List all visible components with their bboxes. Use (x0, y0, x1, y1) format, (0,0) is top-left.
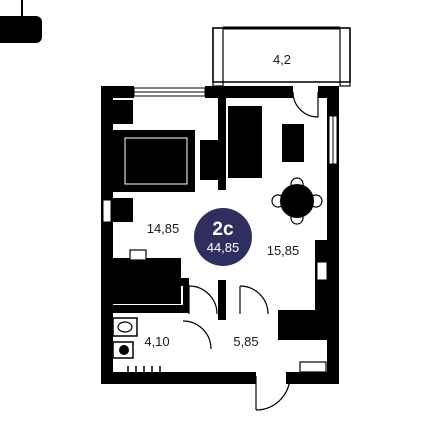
balcony-door (292, 87, 319, 118)
hallway-cabinet (299, 361, 327, 373)
nightstands (113, 100, 133, 222)
bathroom-area: 4,10 (144, 334, 169, 349)
bathroom-door (182, 320, 212, 350)
radiator (127, 366, 161, 378)
dining-table (271, 177, 323, 225)
tv-unit (282, 124, 304, 162)
unit-total-area: 44,85 (207, 240, 240, 255)
balcony-area: 4,2 (273, 52, 291, 67)
left-window (102, 199, 112, 223)
sofa (228, 106, 262, 178)
living-door (239, 285, 269, 315)
bedroom-area: 14,85 (147, 221, 180, 236)
right-window (328, 115, 338, 165)
unit-type-code: 2с (212, 219, 234, 240)
toilet (112, 341, 134, 359)
living-kitchen-area: 15,85 (267, 243, 300, 258)
washing-machine (112, 317, 138, 337)
unit-badge: 2с 44,85 (194, 208, 252, 266)
desk (113, 258, 181, 278)
interior-walls (113, 98, 327, 340)
bathtub (113, 286, 181, 304)
entrance-door (255, 372, 291, 411)
bedroom-wardrobe (200, 140, 218, 180)
bedroom-door (188, 285, 218, 315)
desk-chair (129, 249, 147, 261)
kitchen-units (315, 240, 328, 310)
legend-tab (0, 0, 42, 43)
balcony (212, 26, 351, 87)
bed (113, 130, 195, 192)
hallway-area: 5,85 (233, 334, 258, 349)
unit-badge-circle (194, 208, 252, 266)
top-windows (133, 87, 206, 97)
